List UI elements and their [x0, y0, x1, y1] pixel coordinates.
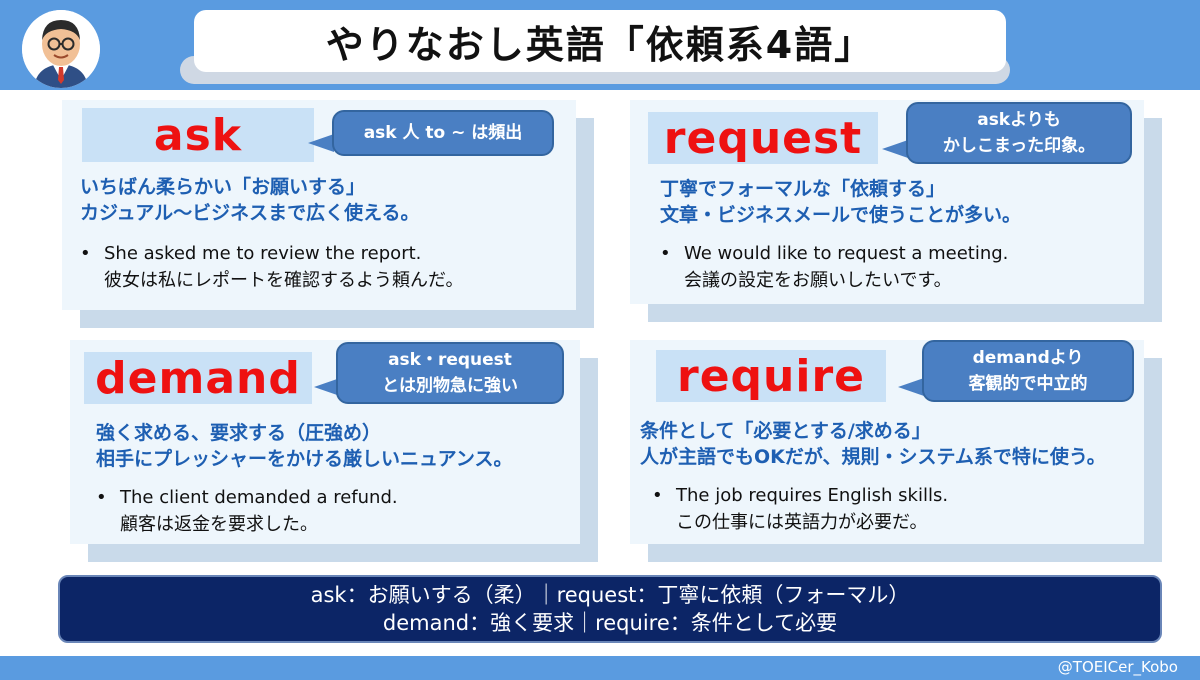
- example: • The job requires English skills. この仕事に…: [652, 482, 949, 536]
- word-card-demand: demand ask・request とは別物急に強い 強く求める、要求する（圧…: [70, 340, 580, 544]
- bubble-tail: [882, 140, 908, 158]
- word-box: request: [648, 112, 878, 164]
- description: 条件として「必要とする/求める」 人が主語でもOKだが、規則・システム系で特に使…: [640, 418, 1106, 470]
- teacher-avatar-icon: [22, 10, 100, 88]
- description-line: 強く求める、要求する（圧強め）: [96, 422, 382, 444]
- word-title: ask: [153, 109, 243, 161]
- description: 強く求める、要求する（圧強め） 相手にプレッシャーをかける厳しいニュアンス。: [96, 420, 512, 472]
- word-title: require: [677, 350, 865, 402]
- bubble-line: とは別物急に強い: [382, 376, 518, 396]
- example: • She asked me to review the report. 彼女は…: [80, 240, 464, 294]
- footer-band: @TOEICer_Kobo: [0, 656, 1200, 680]
- description-line: カジュアル〜ビジネスまで広く使える。: [80, 202, 420, 224]
- description-line: いちばん柔らかい「お願いする」: [80, 176, 366, 198]
- example: • The client demanded a refund. 顧客は返金を要求…: [96, 484, 398, 538]
- example-english: She asked me to review the report.: [104, 243, 422, 264]
- word-title: request: [663, 112, 863, 164]
- example-japanese: 顧客は返金を要求した。: [120, 514, 318, 535]
- word-card-ask: ask ask 人 to ~ は頻出 いちばん柔らかい「お願いする」 カジュアル…: [62, 100, 576, 310]
- word-card-request: request askよりも かしこまった印象。 丁寧でフォーマルな「依頼する」…: [630, 100, 1144, 304]
- title-card: やりなおし英語「依頼系4語」: [194, 10, 1006, 72]
- bubble-tail: [314, 378, 340, 396]
- description-line: 人が主語でもOKだが、規則・システム系で特に使う。: [640, 446, 1106, 468]
- example-english: The client demanded a refund.: [120, 487, 398, 508]
- example-english: The job requires English skills.: [676, 485, 949, 506]
- bubble-line: ask・request: [388, 350, 512, 370]
- bubble-line: かしこまった印象。: [942, 136, 1096, 156]
- bullet-icon: •: [96, 487, 107, 508]
- bubble-tail: [308, 134, 334, 152]
- bullet-icon: •: [660, 243, 671, 264]
- word-box: ask: [82, 108, 314, 162]
- summary-line: demand：強く要求｜require：条件として必要: [382, 611, 838, 635]
- description-line: 条件として「必要とする/求める」: [640, 420, 931, 442]
- bullet-icon: •: [80, 243, 91, 264]
- note-bubble: ask・request とは別物急に強い: [336, 342, 564, 404]
- word-card-require: require demandより 客観的で中立的 条件として「必要とする/求める…: [630, 340, 1144, 544]
- description-line: 丁寧でフォーマルな「依頼する」: [660, 178, 946, 200]
- example-japanese: 彼女は私にレポートを確認するよう頼んだ。: [104, 270, 464, 291]
- example-japanese: 会議の設定をお願いしたいです。: [684, 270, 952, 291]
- note-bubble: demandより 客観的で中立的: [922, 340, 1134, 402]
- author-credit: @TOEICer_Kobo: [1057, 658, 1178, 676]
- bubble-line: demandより: [972, 348, 1084, 368]
- bubble-line: 客観的で中立的: [968, 374, 1088, 394]
- word-title: demand: [95, 352, 301, 404]
- description: 丁寧でフォーマルな「依頼する」 文章・ビジネスメールで使うことが多い。: [660, 176, 1021, 228]
- word-box: demand: [84, 352, 312, 404]
- bubble-line: askよりも: [977, 110, 1061, 130]
- description-line: 文章・ビジネスメールで使うことが多い。: [660, 204, 1022, 226]
- bubble-tail: [898, 378, 924, 396]
- note-bubble: askよりも かしこまった印象。: [906, 102, 1132, 164]
- note-bubble: ask 人 to ~ は頻出: [332, 110, 554, 156]
- summary-line: ask：お願いする（柔）｜request：丁寧に依頼（フォーマル）: [310, 583, 910, 607]
- description: いちばん柔らかい「お願いする」 カジュアル〜ビジネスまで広く使える。: [80, 174, 420, 226]
- page-title: やりなおし英語「依頼系4語」: [325, 22, 875, 67]
- summary-box: ask：お願いする（柔）｜request：丁寧に依頼（フォーマル） demand…: [58, 575, 1162, 643]
- example: • We would like to request a meeting. 会議…: [660, 240, 1009, 294]
- example-english: We would like to request a meeting.: [684, 243, 1009, 264]
- bubble-line: ask 人 to ~ は頻出: [363, 123, 523, 143]
- example-japanese: この仕事には英語力が必要だ。: [676, 512, 928, 533]
- description-line: 相手にプレッシャーをかける厳しいニュアンス。: [96, 448, 513, 470]
- bullet-icon: •: [652, 485, 663, 506]
- word-box: require: [656, 350, 886, 402]
